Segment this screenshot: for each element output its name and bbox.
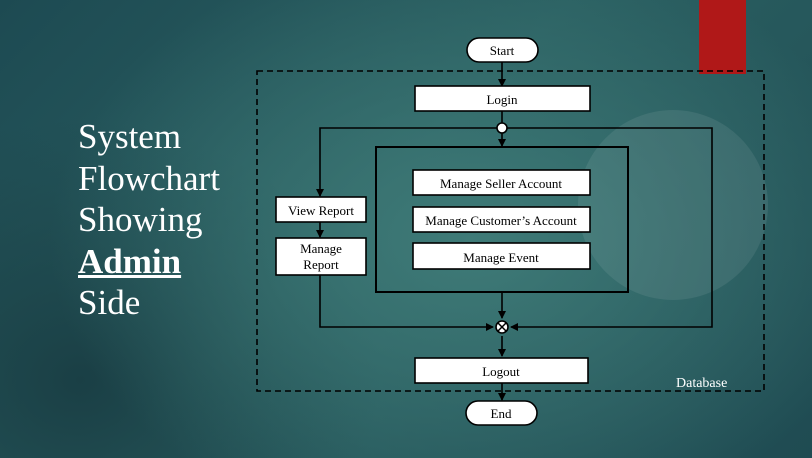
decorative-circle <box>578 110 768 300</box>
manage-seller-box <box>412 169 591 196</box>
end-terminator <box>465 400 538 426</box>
slide-title: System Flowchart Showing Admin Side <box>78 116 220 324</box>
manage-event-box <box>412 242 591 270</box>
branch-node <box>496 122 508 134</box>
login-label: Login <box>486 92 518 107</box>
title-line-5: Side <box>78 283 141 322</box>
manage-event-label: Manage Event <box>463 250 539 265</box>
title-line-3: Showing <box>78 200 203 239</box>
manage-customer-box <box>412 206 591 233</box>
manage-report-label-line1: Manage <box>300 241 342 256</box>
login-process-box <box>414 85 591 112</box>
red-accent-tab <box>699 0 746 74</box>
merge-node <box>495 320 509 334</box>
start-label: Start <box>490 43 515 58</box>
manage-report-box <box>275 237 367 276</box>
connector-lines <box>316 62 713 401</box>
manage-seller-label: Manage Seller Account <box>440 176 562 191</box>
view-report-label: View Report <box>288 203 354 218</box>
title-line-2: Flowchart <box>78 158 220 198</box>
view-report-box <box>275 196 367 223</box>
logout-label: Logout <box>482 364 520 379</box>
end-label: End <box>491 406 512 421</box>
database-boundary <box>256 70 765 392</box>
management-container <box>375 146 629 293</box>
title-line-4-emphasis: Admin <box>78 241 182 281</box>
logout-process-box <box>414 357 589 384</box>
start-terminator <box>466 37 539 63</box>
manage-customer-label: Manage Customer’s Account <box>425 213 577 228</box>
manage-report-label-line2: Report <box>303 257 339 272</box>
title-line-1: System <box>78 117 182 156</box>
database-label: Database <box>676 376 727 391</box>
